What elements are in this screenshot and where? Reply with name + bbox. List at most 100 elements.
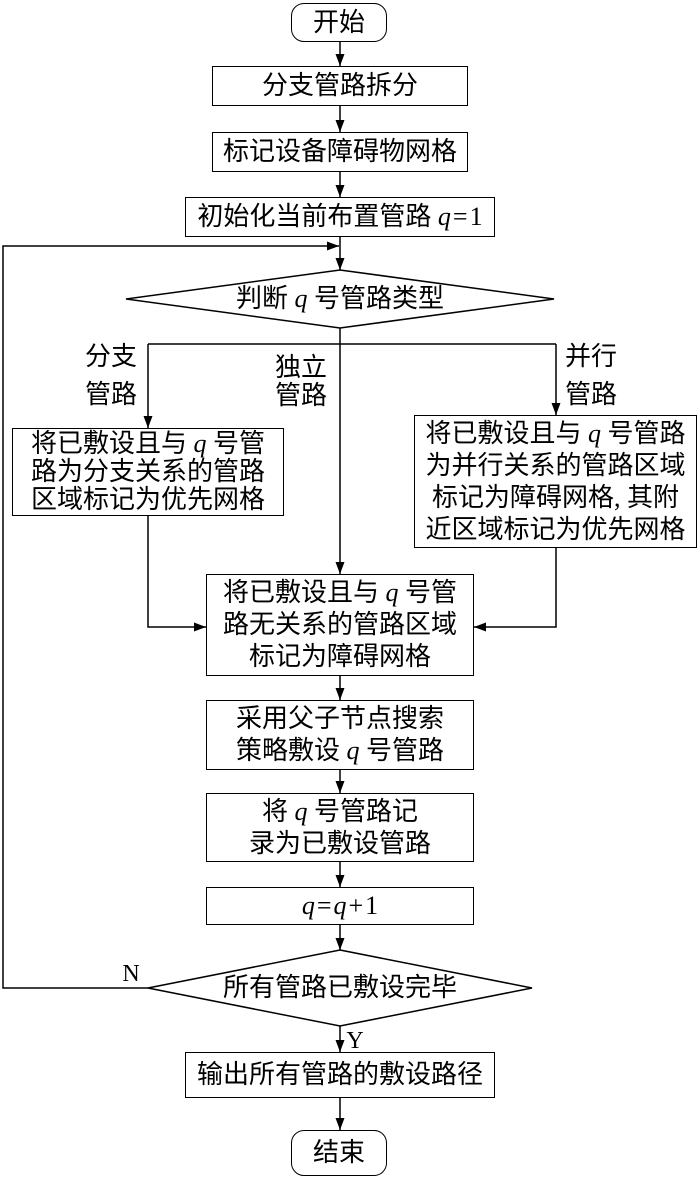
text-segment: 策略敷设 — [235, 736, 347, 765]
pipe-variable: q — [385, 578, 399, 607]
completion-decision-diamond — [147, 949, 533, 1027]
pipe-variable: q — [346, 736, 360, 765]
text-line: 将已敷设且与 q 号管 — [223, 577, 457, 609]
connector-branch-to-independent — [147, 516, 206, 628]
arrowhead — [335, 875, 345, 887]
pipe-variable: q — [294, 796, 308, 826]
decision-label: 所有管路已敷设完毕 — [222, 973, 457, 1002]
arrowhead — [194, 622, 206, 632]
text-segment: 标记为障碍网格, 其附 — [431, 482, 679, 512]
pipe-variable: q — [294, 284, 308, 313]
arrowhead — [335, 185, 345, 197]
parallel-pipe-label: 管路 — [564, 380, 617, 409]
text-segment: 号管路 — [601, 418, 686, 448]
arrowhead — [335, 258, 345, 270]
arrowhead — [474, 622, 486, 632]
connector-parallel-to-independent — [474, 548, 557, 628]
independent-pipe-label: 独立 — [274, 353, 327, 382]
branch-pipe-label: 分支 — [84, 342, 137, 371]
text-segment: 初始化当前布置管路 — [197, 202, 438, 231]
type-decision-text: 判断 q 号管路类型 — [126, 270, 554, 328]
text-segment: 近区域标记为优先网格 — [425, 514, 686, 544]
text-segment: 标记为障碍网格 — [248, 642, 431, 671]
text-segment: 号管 — [206, 429, 266, 458]
text-segment: 1 — [469, 202, 483, 231]
start-terminal: 开始 — [291, 3, 387, 42]
text-segment: 录为已敷设管路 — [248, 828, 431, 858]
parallel-relation-marking-box: 将已敷设且与 q 号管路 为并行关系的管路区域 标记为障碍网格, 其附 近区域标… — [414, 415, 697, 548]
text-segment: 将已敷设且与 — [30, 429, 194, 458]
text-line: 标记为障碍网格 — [249, 641, 431, 673]
pipe-variable: q — [588, 418, 601, 448]
arrowhead — [143, 416, 153, 428]
text-segment: 为并行关系的管路区域 — [425, 450, 686, 480]
yes-edge-label: Y — [346, 1028, 364, 1054]
arrowhead — [335, 688, 345, 700]
text-line: 初始化当前布置管路 q=1 — [197, 201, 482, 233]
output-paths-step: 输出所有管路的敷设路径 — [185, 1052, 495, 1098]
step-label: 输出所有管路的敷设路径 — [196, 1060, 483, 1089]
text-segment: 路为分支关系的管路 — [30, 457, 265, 486]
text-segment: 区域标记为优先网格 — [30, 485, 265, 514]
pipe-variable: q — [193, 429, 207, 458]
text-line: 录为已敷设管路 — [249, 828, 431, 860]
loop-back-line — [2, 245, 339, 989]
text-segment: 号管路记 — [307, 796, 419, 826]
pipe-variable: q — [301, 891, 315, 920]
completion-decision-text: 所有管路已敷设完毕 — [148, 950, 532, 1026]
arrowhead — [335, 1118, 345, 1130]
text-segment: 采用父子节点搜索 — [235, 704, 444, 733]
text-line: 标记为障碍网格, 其附 — [432, 482, 679, 514]
text-segment: 号管路类型 — [307, 284, 445, 313]
text-segment: 将 — [261, 796, 295, 826]
text-line: 将已敷设且与 q 号管 — [31, 430, 265, 458]
branch-pipe-label: 管路 — [84, 380, 137, 409]
split-branch-pipes-step: 分支管路拆分 — [212, 66, 468, 106]
arrowhead — [327, 241, 339, 251]
text-line: 将 q 号管路记 — [262, 796, 418, 828]
arrowhead — [335, 1040, 345, 1052]
text-line: 判断 q 号管路类型 — [236, 283, 444, 315]
text-line: 路为分支关系的管路 — [31, 458, 265, 486]
arrowhead — [335, 120, 345, 132]
parallel-pipe-label: 并行 — [564, 342, 617, 371]
operator: + — [348, 891, 364, 920]
init-pipe-index-step: 初始化当前布置管路 q=1 — [185, 197, 495, 237]
no-edge-label: N — [122, 961, 140, 987]
text-segment: 判断 — [235, 284, 295, 313]
independent-relation-marking-box: 将已敷设且与 q 号管 路无关系的管路区域 标记为障碍网格 — [206, 574, 474, 676]
text-segment: 1 — [365, 891, 379, 920]
text-line: 路无关系的管路区域 — [223, 609, 457, 641]
start-label: 开始 — [312, 7, 365, 37]
arrowhead — [335, 562, 345, 574]
arrowhead — [551, 403, 561, 415]
text-line: 区域标记为优先网格 — [31, 486, 265, 514]
pipe-variable: q — [333, 891, 347, 920]
text-segment: 号管 — [398, 578, 458, 607]
text-line: 近区域标记为优先网格 — [425, 514, 685, 546]
text-line: 将已敷设且与 q 号管路 — [425, 418, 685, 450]
arrowhead — [335, 938, 345, 950]
end-label: 结束 — [312, 1138, 365, 1167]
end-terminal: 结束 — [291, 1130, 387, 1176]
step-label: 分支管路拆分 — [261, 71, 418, 100]
pipe-variable: q — [437, 202, 451, 231]
text-line: 为并行关系的管路区域 — [425, 450, 685, 482]
parent-child-search-step: 采用父子节点搜索 策略敷设 q 号管路 — [206, 700, 474, 770]
text-segment: 将已敷设且与 — [425, 418, 588, 448]
branch-relation-marking-box: 将已敷设且与 q 号管 路为分支关系的管路 区域标记为优先网格 — [12, 428, 284, 516]
text-segment: 路无关系的管路区域 — [222, 610, 457, 639]
text-line: q=q+1 — [302, 890, 378, 922]
independent-pipe-label: 管路 — [274, 381, 327, 410]
arrowhead — [335, 781, 345, 793]
text-line: 采用父子节点搜索 — [236, 703, 444, 735]
operator: = — [316, 891, 332, 920]
operator: = — [452, 202, 468, 231]
text-segment: 将已敷设且与 — [222, 578, 386, 607]
record-laid-pipe-step: 将 q 号管路记 录为已敷设管路 — [206, 793, 474, 862]
arrowhead — [335, 54, 345, 66]
type-decision-diamond — [125, 269, 555, 329]
mark-obstacle-grid-step: 标记设备障碍物网格 — [212, 132, 468, 172]
